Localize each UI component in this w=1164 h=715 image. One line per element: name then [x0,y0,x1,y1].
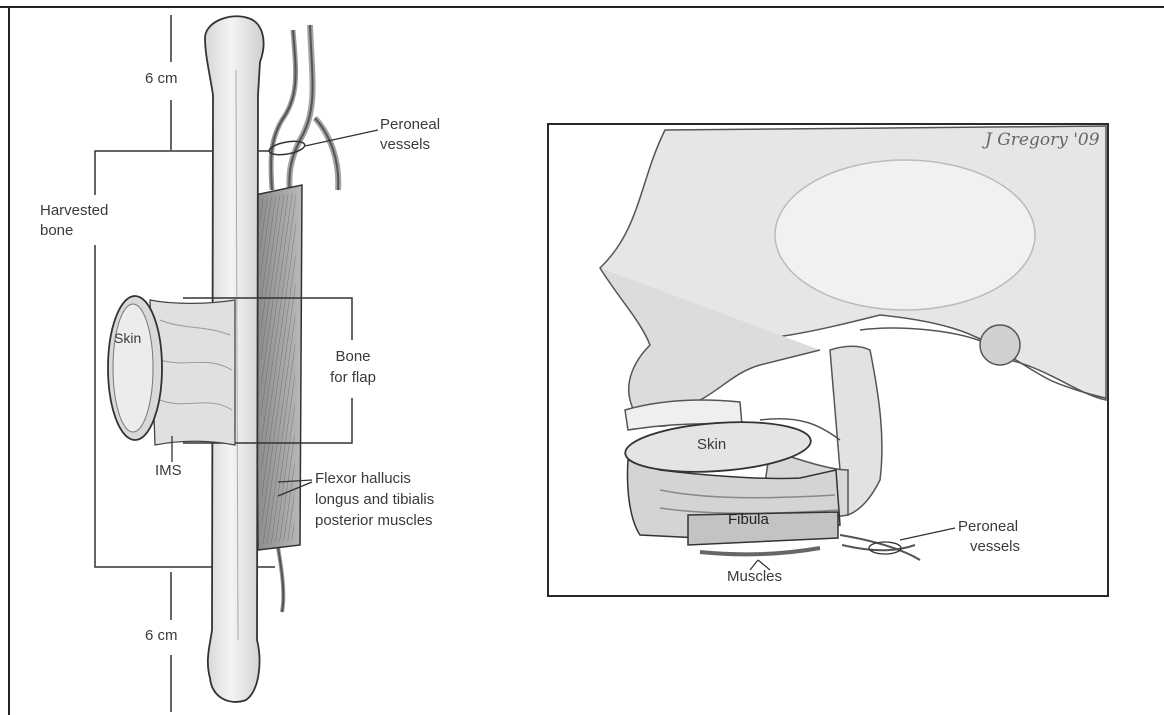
harvested-bone-label-line2: bone [40,222,73,240]
flexor-label-line2: longus and tibialis [315,491,434,509]
skin-label-right: Skin [697,436,726,454]
inset-peroneal-label-line2: vessels [970,538,1020,556]
skin-label-left: Skin [114,330,141,347]
flexor-label-line3: posterior muscles [315,512,433,530]
bone-for-flap-label-line2: for flap [324,369,382,387]
skin-paddle [108,296,235,462]
top-measure-label: 6 cm [145,70,178,88]
ims-label: IMS [155,462,182,480]
harvested-bone-label-line1: Harvested [40,202,108,220]
artist-signature: J Gregory '09 [985,130,1100,150]
bottom-measure-label: 6 cm [145,627,178,645]
flexor-label-line1: Flexor hallucis [315,470,411,488]
bone-for-flap-label-line1: Bone [324,348,382,366]
inset-peroneal-label-line1: Peroneal [958,518,1018,536]
muscles-label: Muscles [727,568,782,586]
fibula-label: Fibula [728,511,769,529]
peroneal-vessels-label-line2: vessels [380,136,430,154]
flexor-muscles-strip [255,185,312,550]
peroneal-vessels-label-line1: Peroneal [380,116,440,134]
